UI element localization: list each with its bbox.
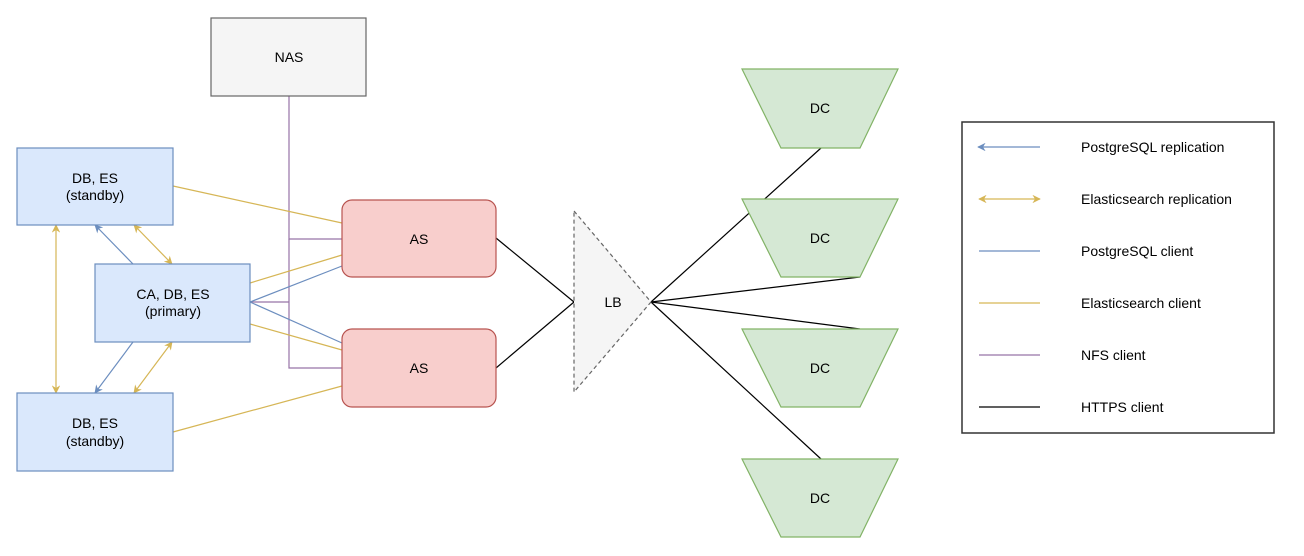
lb-triangle [573, 209, 652, 394]
dc-4-label: DC [810, 490, 830, 506]
es-replication-primary-standby-bottom [133, 341, 173, 394]
nas-node[interactable]: NAS [210, 17, 367, 97]
as-bottom-box [341, 328, 497, 408]
pg-client-primary-to-as-bottom [249, 301, 343, 344]
primary-node[interactable]: CA, DB, ES (primary) [94, 263, 251, 343]
legend-label-https-client: HTTPS client [1081, 399, 1164, 415]
es-client-standby-top-to-as-top [172, 185, 343, 224]
standby-top-label-2: (standby) [66, 187, 124, 203]
standby-top-label-1: DB, ES [72, 170, 118, 186]
dc-node-2[interactable]: DC [741, 198, 899, 278]
dc-1-shape [741, 68, 899, 149]
https-lb-to-dc-4 [650, 301, 822, 460]
https-as-top-to-lb [495, 237, 575, 303]
https-as-bottom-to-lb [495, 301, 575, 369]
legend-label-elastic-replication: Elasticsearch replication [1081, 191, 1232, 207]
standby-bottom-box [16, 392, 174, 472]
standby-bottom-label-1: DB, ES [72, 415, 118, 431]
legend-label-nfs-client: NFS client [1081, 347, 1146, 363]
primary-label-1: CA, DB, ES [136, 286, 209, 302]
as-bottom-label: AS [410, 360, 429, 376]
dc-node-4[interactable]: DC [741, 458, 899, 538]
as-top-label: AS [410, 231, 429, 247]
as-top-box [341, 199, 497, 278]
standby-bottom-node[interactable]: DB, ES (standby) [16, 392, 174, 472]
dc-3-shape [741, 328, 899, 408]
dc-2-shape [741, 198, 899, 278]
https-lb-to-dc-3 [650, 301, 861, 330]
standby-bottom-label-2: (standby) [66, 433, 124, 449]
standby-top-box [16, 147, 174, 226]
lb-label: LB [604, 294, 621, 310]
nas-label: NAS [275, 49, 304, 65]
lb-node[interactable]: LB [573, 209, 652, 394]
es-replication-standby-top-primary [133, 224, 173, 265]
as-bottom-node[interactable]: AS [341, 328, 497, 408]
primary-label-2: (primary) [145, 303, 201, 319]
pg-replication-primary-to-standby-top [94, 224, 134, 265]
dc-3-label: DC [810, 360, 830, 376]
legend-label-postgres-client: PostgreSQL client [1081, 243, 1193, 259]
dc-node-3[interactable]: DC [741, 328, 899, 408]
pg-replication-primary-to-standby-bottom [94, 341, 134, 394]
es-client-primary-to-as-top-1 [249, 254, 343, 284]
legend: PostgreSQL replication Elasticsearch rep… [961, 121, 1275, 434]
https-lb-to-dc-1 [650, 147, 822, 303]
dc-1-label: DC [810, 100, 830, 116]
legend-label-postgres-replication: PostgreSQL replication [1081, 139, 1224, 155]
nas-box [210, 17, 367, 97]
legend-label-elastic-client: Elasticsearch client [1081, 295, 1201, 311]
legend-box [961, 121, 1275, 434]
dc-node-1[interactable]: DC [741, 68, 899, 149]
as-top-node[interactable]: AS [341, 199, 497, 278]
es-client-standby-bottom-to-as-bottom [172, 385, 343, 433]
connections [51, 96, 861, 460]
dc-2-label: DC [810, 230, 830, 246]
pg-client-primary-to-as-top [249, 265, 343, 303]
standby-top-node[interactable]: DB, ES (standby) [16, 147, 174, 226]
dc-4-shape [741, 458, 899, 538]
nfs-line-nas-to-as-bottom [288, 239, 342, 369]
primary-box [94, 263, 251, 343]
es-client-primary-to-as-bottom [249, 323, 343, 351]
https-lb-to-dc-2 [650, 276, 861, 303]
